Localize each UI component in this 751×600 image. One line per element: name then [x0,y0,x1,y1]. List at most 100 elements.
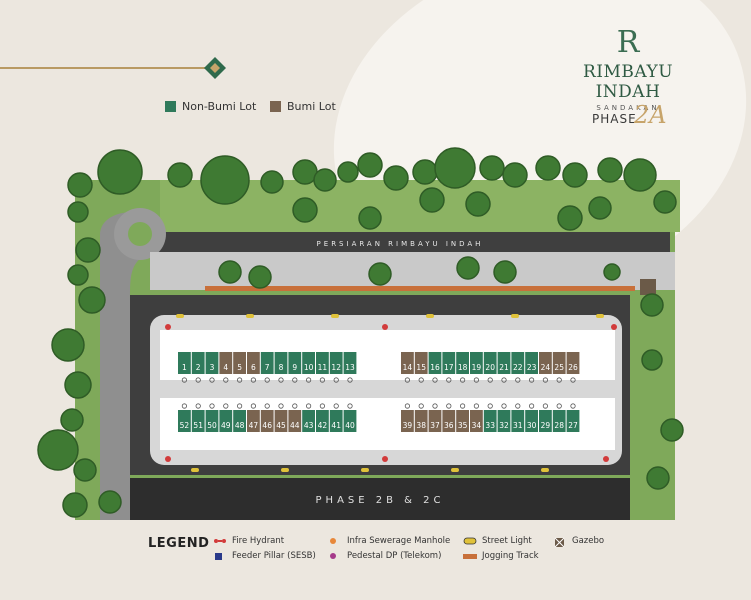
manhole-marker [515,377,521,383]
lot-18[interactable] [456,352,469,374]
lot-1[interactable] [178,352,191,374]
manhole-marker [556,403,562,409]
lot-31[interactable] [511,410,525,432]
lot-10[interactable] [302,352,315,374]
lot-27[interactable] [566,410,580,432]
north-arrow-line [0,67,205,69]
manhole-marker [333,377,339,383]
lot-19[interactable] [470,352,483,374]
street-light-marker [246,314,254,318]
lot-21[interactable] [497,352,511,374]
lot-label-20: 20 [485,363,495,372]
lot-35[interactable] [456,410,469,432]
lot-12[interactable] [329,352,343,374]
lot-34[interactable] [470,410,483,432]
manhole-marker [305,377,312,383]
manhole-marker [333,403,339,409]
gazebo-icon [553,537,567,548]
manhole-icon [328,537,342,545]
manhole-marker [515,403,521,409]
lot-22[interactable] [511,352,525,374]
lot-label-2: 2 [196,363,201,372]
lot-39[interactable] [401,410,414,432]
lot-51[interactable] [191,410,205,432]
lot-label-43: 43 [304,421,314,430]
lot-label-9: 9 [292,363,297,372]
lot-label-15: 15 [416,363,426,372]
lot-4[interactable] [219,352,233,374]
lot-40[interactable] [343,410,357,432]
manhole-marker [473,377,479,383]
lot-label-33: 33 [485,421,495,430]
tree-icon [562,162,588,188]
lot-26[interactable] [566,352,580,374]
manhole-marker [319,377,325,383]
tree-icon [67,201,89,223]
manhole-marker [459,403,466,409]
lot-label-27: 27 [568,421,578,430]
lot-32[interactable] [497,410,511,432]
lot-label-50: 50 [207,421,217,430]
lot-25[interactable] [552,352,566,374]
tree-icon [167,162,193,188]
lot-13[interactable] [343,352,357,374]
lot-label-26: 26 [568,363,578,372]
lot-36[interactable] [442,410,456,432]
street-light-marker [511,314,519,318]
lot-label-1: 1 [182,363,187,372]
manhole-marker [487,377,493,383]
key-non-bumi-label: Non-Bumi Lot [182,100,257,113]
lot-label-46: 46 [262,421,272,430]
tree-icon [51,328,85,362]
north-arrow-icon [204,57,226,79]
jogging-track [205,286,635,291]
lot-3[interactable] [205,352,219,374]
lot-47[interactable] [247,410,260,432]
lot-17[interactable] [442,352,456,374]
lot-label-41: 41 [331,421,341,430]
lot-5[interactable] [233,352,246,374]
lot-label-14: 14 [403,363,413,372]
lot-52[interactable] [178,410,191,432]
lot-30[interactable] [525,410,538,432]
tree-icon [557,205,583,231]
lot-8[interactable] [274,352,288,374]
fire-hydrant-icon [213,537,227,545]
manhole-marker [347,403,353,409]
lot-49[interactable] [219,410,233,432]
lot-23[interactable] [525,352,538,374]
lot-50[interactable] [205,410,219,432]
lot-20[interactable] [483,352,497,374]
lot-24[interactable] [539,352,552,374]
tree-icon [97,149,143,195]
lot-label-34: 34 [472,421,482,430]
manhole-marker [501,403,507,409]
lot-9[interactable] [288,352,302,374]
lot-11[interactable] [316,352,329,374]
lot-45[interactable] [274,410,288,432]
lot-14[interactable] [401,352,414,374]
lot-label-51: 51 [193,421,203,430]
lot-2[interactable] [191,352,205,374]
lot-label-31: 31 [513,421,523,430]
lot-29[interactable] [539,410,552,432]
lot-46[interactable] [260,410,274,432]
lot-48[interactable] [233,410,246,432]
lot-44[interactable] [288,410,302,432]
lot-37[interactable] [428,410,442,432]
lot-7[interactable] [260,352,274,374]
lot-28[interactable] [552,410,566,432]
manhole-marker [264,377,270,383]
lot-15[interactable] [414,352,428,374]
lot-38[interactable] [414,410,428,432]
tree-icon [313,168,337,192]
lot-43[interactable] [302,410,315,432]
lot-6[interactable] [247,352,260,374]
lot-42[interactable] [316,410,329,432]
lot-33[interactable] [483,410,497,432]
lot-label-12: 12 [331,363,341,372]
lot-41[interactable] [329,410,343,432]
lot-16[interactable] [428,352,442,374]
lot-label-37: 37 [430,421,440,430]
manhole-marker [292,377,298,383]
